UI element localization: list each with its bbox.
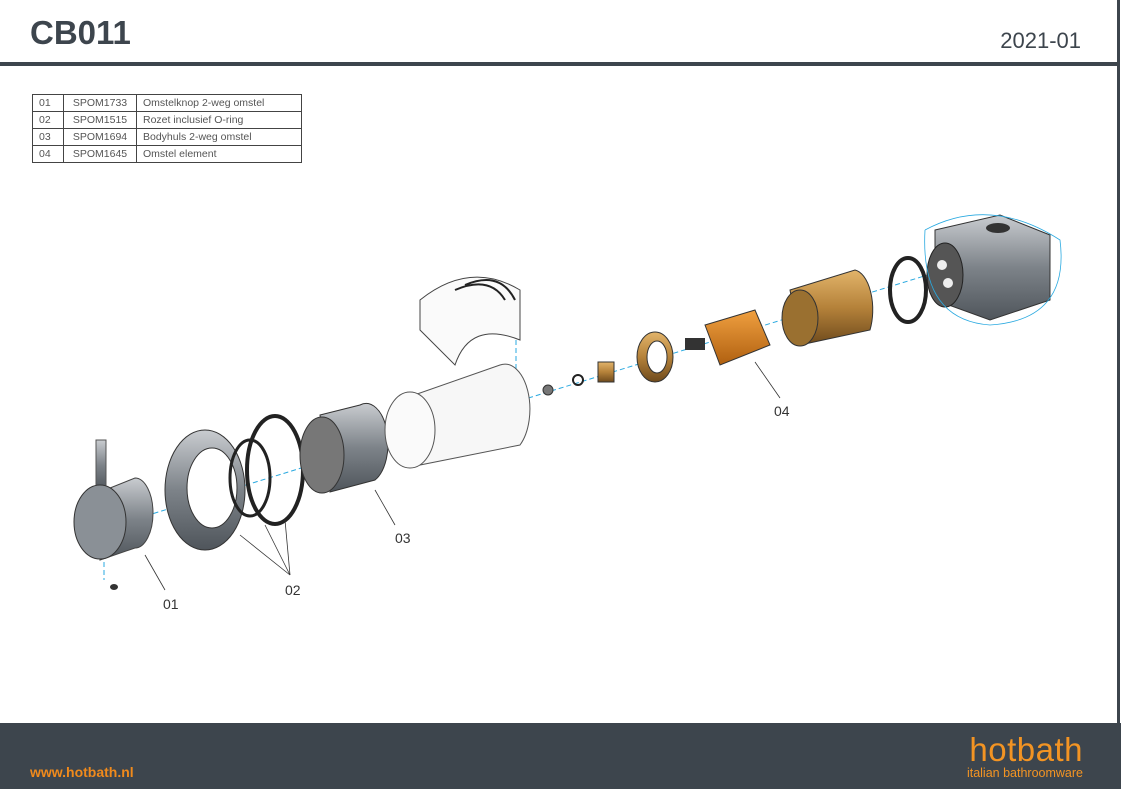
part-description: Rozet inclusief O-ring xyxy=(136,111,302,129)
part-01-knob xyxy=(73,439,154,590)
page-title: CB011 xyxy=(30,14,131,51)
exploded-view-drawing xyxy=(73,214,1062,591)
logo-wordmark: hotbath xyxy=(969,731,1083,768)
part-code: SPOM1515 xyxy=(63,111,137,129)
part-code: SPOM1733 xyxy=(63,94,137,112)
part-02-rozet xyxy=(164,414,305,551)
hotbath-logo: hotbath italian bathroomware xyxy=(966,731,1083,780)
leader-02c xyxy=(284,519,291,576)
part-code: SPOM1645 xyxy=(63,145,137,163)
footer: www.hotbath.nl hotbath italian bathroomw… xyxy=(0,723,1121,789)
valve-body xyxy=(924,214,1062,326)
callout-01: 01 xyxy=(163,596,179,612)
assembly-axis xyxy=(99,264,961,531)
leader-01 xyxy=(144,554,166,591)
callout-02: 02 xyxy=(285,582,301,598)
leader-04 xyxy=(754,361,781,399)
revision-date: 2021-01 xyxy=(1000,28,1081,53)
website-link[interactable]: www.hotbath.nl xyxy=(30,764,134,780)
callout-04: 04 xyxy=(774,403,790,419)
part-03-bodyhuls xyxy=(299,276,531,494)
callout-03: 03 xyxy=(395,530,411,546)
logo-tagline: italian bathroomware xyxy=(966,766,1083,780)
leader-03 xyxy=(374,489,396,526)
leader-02b xyxy=(264,524,291,576)
part-description: Omstel element xyxy=(136,145,302,163)
part-04-element xyxy=(542,256,928,396)
header-divider xyxy=(0,62,1120,66)
part-code: SPOM1694 xyxy=(63,128,137,146)
leader-02a xyxy=(239,534,291,576)
page-border xyxy=(1117,0,1120,723)
